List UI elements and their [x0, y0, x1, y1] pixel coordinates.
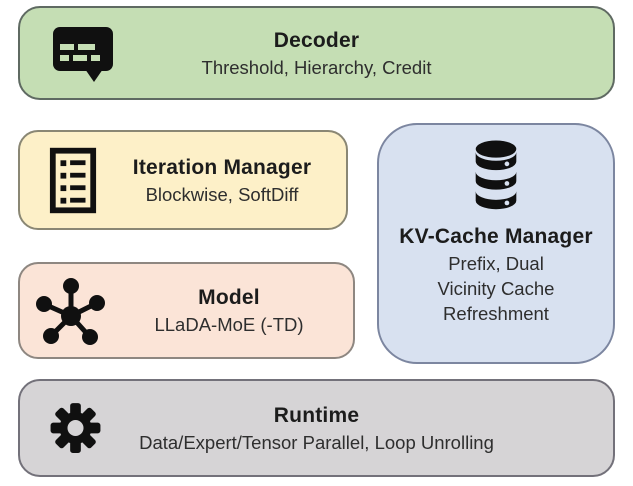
database-icon	[471, 139, 521, 213]
module-runtime: Runtime Data/Expert/Tensor Parallel, Loo…	[18, 379, 615, 477]
module-decoder: Decoder Threshold, Hierarchy, Credit	[18, 6, 615, 100]
module-subtitle: Threshold, Hierarchy, Credit	[201, 56, 432, 78]
module-title: Model	[198, 286, 260, 309]
gear-icon	[47, 400, 104, 457]
chat-bubble-icon	[51, 24, 115, 82]
network-icon	[35, 276, 105, 346]
module-subtitle: LLaDA-MoE (-TD)	[154, 314, 304, 335]
module-subtitle: Blockwise, SoftDiff	[145, 183, 299, 205]
module-title: Iteration Manager	[132, 155, 312, 179]
module-iteration-manager: Iteration Manager Blockwise, SoftDiff	[18, 130, 348, 230]
module-title: Decoder	[273, 28, 360, 52]
module-title: Runtime	[273, 403, 360, 427]
list-icon	[48, 146, 98, 215]
module-subtitle-line: Prefix, Dual	[448, 253, 544, 274]
module-subtitle-line: Vicinity Cache	[437, 278, 555, 299]
module-subtitle-line: Refreshment	[443, 303, 549, 324]
module-title: KV-Cache Manager	[399, 225, 593, 248]
module-kv-cache-manager: KV-Cache Manager Prefix, Dual Vicinity C…	[377, 123, 615, 364]
module-subtitle: Data/Expert/Tensor Parallel, Loop Unroll…	[139, 431, 494, 453]
module-model: Model LLaDA-MoE (-TD)	[18, 262, 355, 359]
